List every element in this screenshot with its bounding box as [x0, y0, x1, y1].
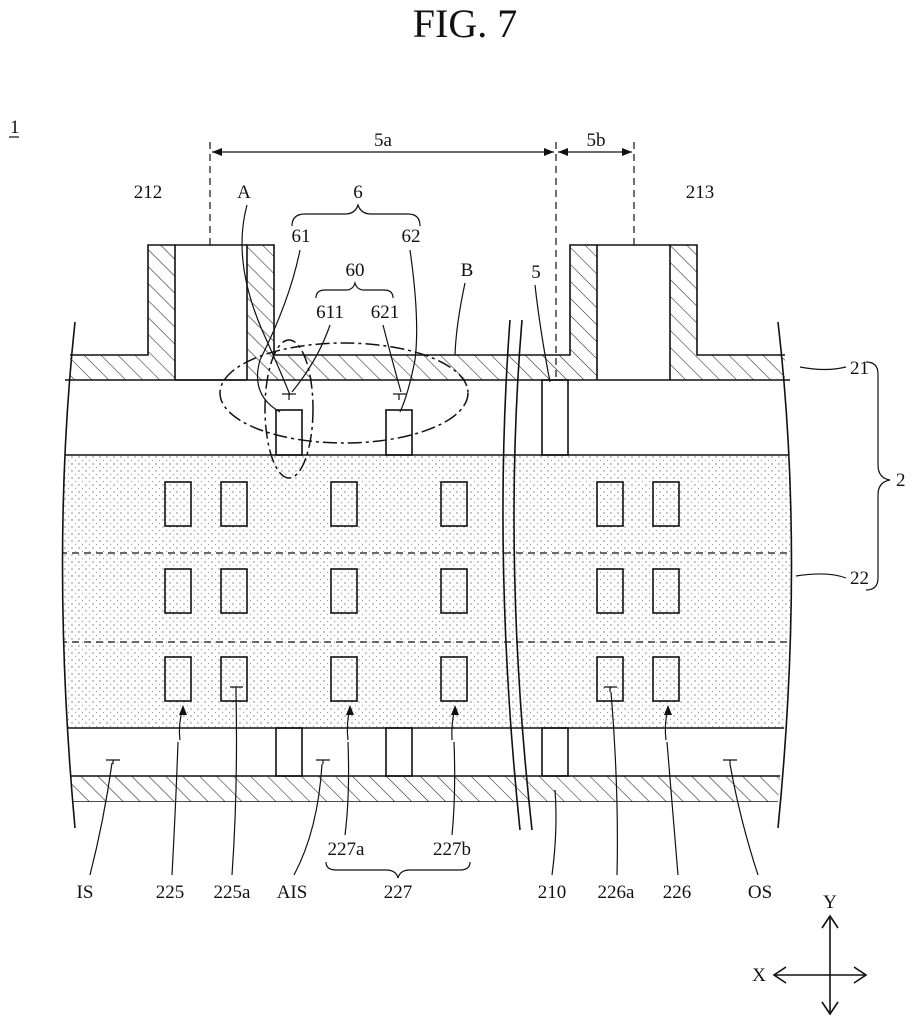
ref-226a: 226a: [598, 882, 636, 903]
dotted-layer-22: [0, 455, 920, 728]
top-hatched-plate-21: [65, 245, 790, 380]
ref-5: 5: [531, 262, 541, 283]
ref-61: 61: [292, 226, 311, 247]
ref-6: 6: [353, 182, 363, 203]
axis-x-label: X: [752, 965, 766, 986]
ref-22: 22: [850, 568, 869, 589]
ref-621: 621: [371, 302, 400, 323]
substrate-body: [0, 380, 920, 832]
ref-IS: IS: [77, 882, 94, 903]
ref-611: 611: [316, 302, 344, 323]
axis-y-label: Y: [823, 892, 837, 913]
ref-A: A: [237, 182, 251, 203]
dim-label-5b: 5b: [587, 130, 606, 151]
ref-227a: 227a: [328, 839, 366, 860]
axis-indicator: Y X: [752, 892, 866, 1014]
ref-225a: 225a: [214, 882, 252, 903]
ref-OS: OS: [748, 882, 772, 903]
device-ref-label: 1: [10, 117, 20, 138]
ref-60: 60: [346, 260, 365, 281]
figure-title: FIG. 7: [413, 1, 517, 46]
ref-21: 21: [850, 358, 869, 379]
dim-label-5a: 5a: [374, 130, 393, 151]
ref-B: B: [461, 260, 474, 281]
ref-AIS: AIS: [277, 882, 308, 903]
ref-213: 213: [686, 182, 715, 203]
ref-225: 225: [156, 882, 185, 903]
ref-227: 227: [384, 882, 413, 903]
ref-210: 210: [538, 882, 567, 903]
ref-226: 226: [663, 882, 692, 903]
ref-227b: 227b: [433, 839, 471, 860]
ref-62: 62: [402, 226, 421, 247]
ref-2: 2: [896, 470, 906, 491]
ref-212: 212: [134, 182, 163, 203]
